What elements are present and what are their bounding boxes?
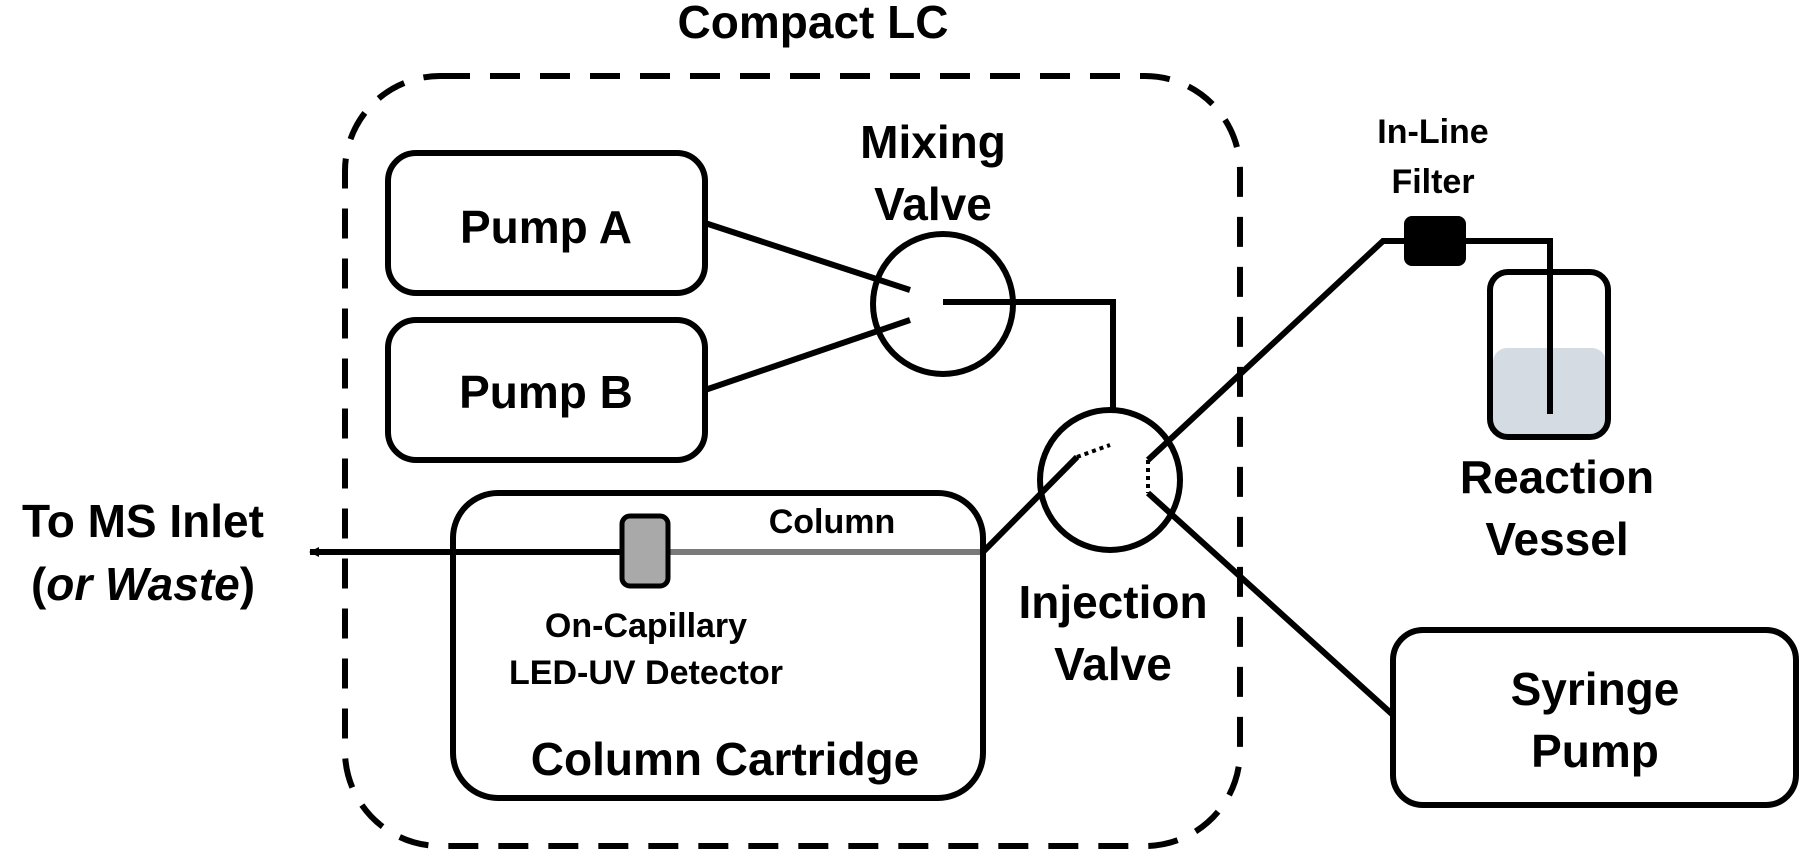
filter-label-line1: In-Line [1377,113,1488,151]
pump-a-to-mixer-line [704,220,911,293]
injector-to-syringe-line [1145,490,1396,718]
injection-valve [1037,407,1183,553]
injector-to-column-line [980,454,1080,555]
injection-valve-label-line1: Injection [1018,576,1207,628]
pump-b-label: Pump B [459,366,633,418]
injection-valve-internal-loop-a [1076,443,1111,459]
pump-a-label: Pump A [460,201,632,253]
syringe-pump-box [1390,627,1799,808]
outlet-paren-close: ) [240,558,255,610]
compact-lc-enclosure [342,73,1243,849]
syringe-pump-label-line2: Pump [1531,725,1659,777]
syringe-pump-label-line1: Syringe [1511,663,1680,715]
detector-label-line2: LED-UV Detector [509,654,783,692]
reaction-vessel-label-line2: Vessel [1485,513,1628,565]
outlet-label-line2: (or Waste) [31,558,255,610]
injector-to-filter-line [1145,238,1408,463]
uv-detector [619,513,671,589]
filter-label-line2: Filter [1391,163,1474,201]
injection-valve-label-line2: Valve [1054,638,1172,690]
pump-b-to-mixer-line [704,317,911,393]
mixer-to-injector-line [943,299,1116,445]
in-line-filter [1404,216,1466,266]
outlet-waste-italic: or Waste [46,558,239,610]
mixing-valve-label-line2: Valve [874,178,992,230]
detector-label-line1: On-Capillary [545,607,747,645]
column-cartridge-label: Column Cartridge [531,733,919,785]
outlet-label-line1: To MS Inlet [22,495,264,547]
compact-lc-title: Compact LC [678,0,949,48]
filter-to-vessel-line [1462,238,1553,414]
column-label: Column [769,503,896,541]
mixing-valve-label-line1: Mixing [860,116,1006,168]
reaction-vessel-label-line1: Reaction [1460,451,1654,503]
column-cartridge-box [450,490,986,801]
outlet-paren-open: ( [31,558,47,610]
